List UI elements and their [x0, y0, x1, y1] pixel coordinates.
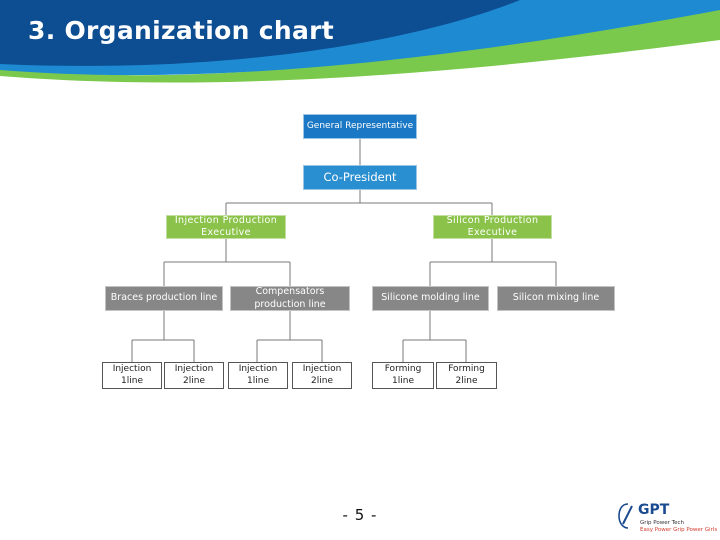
header-banner	[0, 0, 720, 83]
logo-slogan: Easy Power Grip Power Girls	[640, 527, 718, 533]
page-title: 3. Organization chart	[28, 16, 334, 45]
header-dark-band	[0, 0, 520, 66]
logo-tagline: Grip Power Tech	[640, 520, 684, 526]
silicon-mixing-line-node: Silicon mixing line	[497, 286, 615, 311]
general-representative-node: General Representative	[303, 114, 417, 139]
page-number: - 5 -	[342, 506, 378, 524]
company-logo: GPT Grip Power Tech Easy Power Grip Powe…	[618, 500, 718, 536]
header-swoosh-green	[0, 8, 720, 83]
silicone-molding-line-node: Silicone molding line	[372, 286, 489, 311]
logo-name: GPT	[638, 502, 670, 518]
braces-production-line-node: Braces production line	[105, 286, 223, 311]
co-president-node: Co-President	[303, 165, 417, 190]
gpt-logo-icon	[618, 503, 633, 529]
